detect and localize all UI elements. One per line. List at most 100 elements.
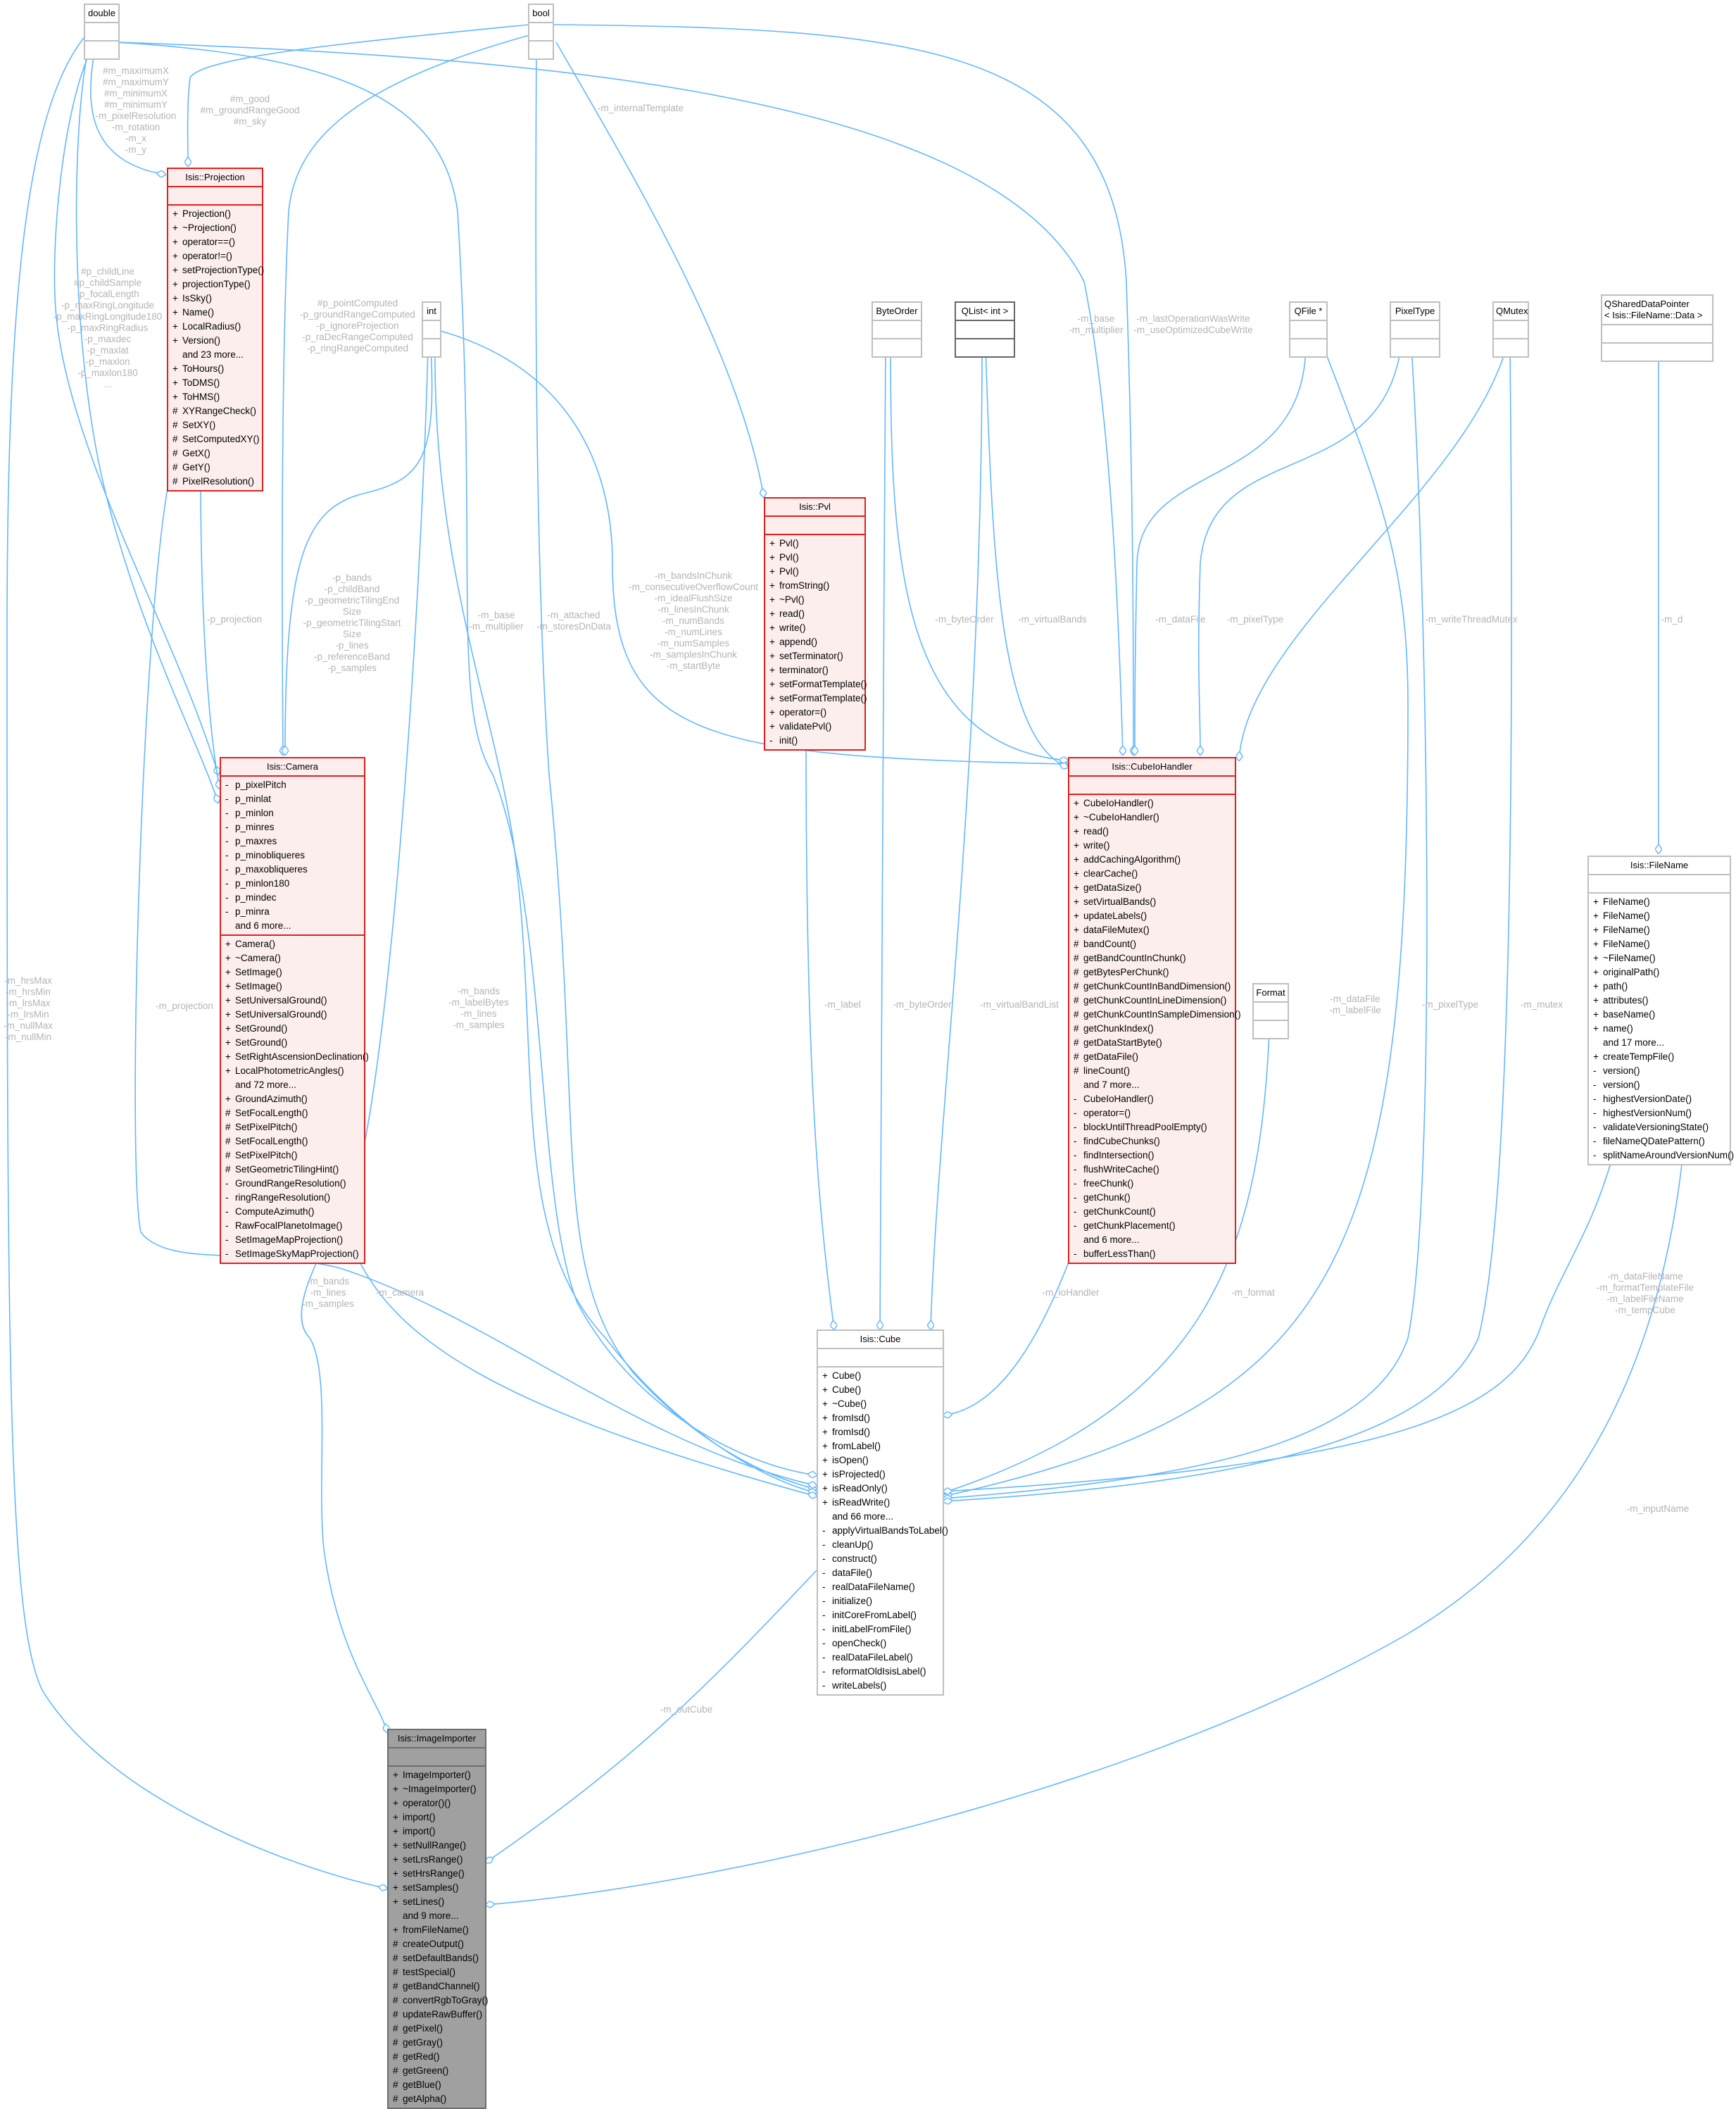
method-row[interactable]: -getChunkCount() (1069, 1205, 1235, 1219)
method-row[interactable]: #setDefaultBands() (389, 1951, 485, 1965)
class-int[interactable]: int (422, 301, 441, 358)
method-row[interactable]: -realDataFileLabel() (818, 1651, 943, 1665)
method-row[interactable]: -getChunk() (1069, 1191, 1235, 1205)
class-isis-cubeiohandler[interactable]: Isis::CubeIoHandler+CubeIoHandler()+~Cub… (1068, 757, 1241, 1264)
method-row[interactable]: +setHrsRange() (389, 1867, 485, 1881)
method-row[interactable]: +operator()() (389, 1796, 485, 1810)
method-row[interactable]: +ToHours() (168, 362, 262, 376)
method-row[interactable]: +setTerminator() (765, 649, 864, 663)
class-qshareddatapointer[interactable]: QSharedDataPointer < Isis::FileName::Dat… (1601, 294, 1713, 362)
method-row[interactable]: +setFormatTemplate() (765, 677, 867, 691)
method-row[interactable]: -dataFile() (818, 1566, 943, 1580)
method-row[interactable]: #lineCount() (1069, 1064, 1235, 1078)
method-row[interactable]: +operator==() (168, 235, 262, 249)
method-row[interactable]: #GetY() (168, 461, 262, 475)
class-isis-camera[interactable]: Isis::Camera-p_pixelPitch-p_minlat-p_min… (220, 757, 369, 1264)
class-format[interactable]: Format (1252, 983, 1289, 1039)
class-qmutex[interactable]: QMutex (1492, 301, 1529, 358)
method-row[interactable]: +CubeIoHandler() (1069, 796, 1235, 811)
method-row[interactable]: #getChunkCountInLineDimension() (1069, 994, 1235, 1008)
method-row[interactable]: -reformatOldIsisLabel() (818, 1665, 943, 1679)
method-row[interactable]: +path() (1589, 980, 1730, 994)
method-row[interactable]: +baseName() (1589, 1008, 1730, 1022)
class-bool[interactable]: bool (528, 4, 554, 60)
method-row[interactable]: +fromLabel() (818, 1439, 943, 1453)
method-row[interactable]: +addCachingAlgorithm() (1069, 853, 1235, 867)
method-row[interactable]: +~ImageImporter() (389, 1782, 485, 1796)
method-row[interactable]: #getAlpha() (389, 2092, 485, 2106)
method-row[interactable]: +FileName() (1589, 909, 1730, 923)
method-row[interactable]: +~Pvl() (765, 593, 864, 607)
method-row[interactable]: #getGray() (389, 2036, 485, 2050)
attribute-row[interactable]: -p_minlon180 (221, 877, 364, 891)
attribute-row[interactable]: -p_maxres (221, 834, 364, 849)
class-qfile[interactable]: QFile * (1289, 301, 1328, 358)
method-row[interactable]: +setSamples() (389, 1881, 485, 1895)
method-row[interactable]: #getBytesPerChunk() (1069, 965, 1235, 980)
attribute-row[interactable]: -p_minobliqueres (221, 849, 364, 863)
method-row[interactable]: #GetX() (168, 446, 262, 461)
method-row[interactable]: #SetGeometricTilingHint() (221, 1163, 364, 1177)
method-row[interactable]: #getChunkIndex() (1069, 1022, 1235, 1036)
method-row[interactable]: +import() (389, 1810, 485, 1825)
method-row[interactable]: +operator!=() (168, 249, 262, 263)
method-row[interactable]: +SetUniversalGround() (221, 1008, 364, 1022)
method-row[interactable]: -version() (1589, 1078, 1730, 1092)
method-row[interactable]: +Pvl() (765, 537, 864, 551)
method-row[interactable]: +projectionType() (168, 277, 262, 292)
method-row[interactable]: +ToHMS() (168, 390, 262, 404)
method-row[interactable]: -operator=() (1069, 1106, 1235, 1120)
method-row[interactable]: +import() (389, 1825, 485, 1839)
method-row[interactable]: -initCoreFromLabel() (818, 1608, 943, 1622)
method-row[interactable]: +read() (765, 607, 864, 621)
method-row[interactable]: +setLines() (389, 1895, 485, 1909)
method-row[interactable]: +terminator() (765, 663, 864, 677)
method-row[interactable]: +SetGround() (221, 1022, 364, 1036)
method-row[interactable]: -fileNameQDatePattern() (1589, 1134, 1730, 1149)
method-row[interactable]: #bandCount() (1069, 937, 1235, 951)
method-row[interactable]: +Pvl() (765, 551, 864, 565)
attribute-row[interactable]: -p_minlon (221, 806, 364, 820)
method-row[interactable]: +SetImage() (221, 980, 364, 994)
method-row[interactable]: -freeChunk() (1069, 1177, 1235, 1191)
method-row[interactable]: -getChunkPlacement() (1069, 1219, 1235, 1233)
method-row[interactable]: +attributes() (1589, 994, 1730, 1008)
method-row[interactable]: +~Camera() (221, 951, 364, 965)
method-row[interactable]: -ComputeAzimuth() (221, 1205, 364, 1219)
method-row[interactable]: +name() (1589, 1022, 1730, 1036)
method-row[interactable]: -bufferLessThan() (1069, 1247, 1235, 1261)
class-isis-pvl[interactable]: Isis::Pvl+Pvl()+Pvl()+Pvl()+fromString()… (764, 497, 867, 751)
method-row[interactable]: +LocalRadius() (168, 320, 262, 334)
method-row[interactable]: +append() (765, 635, 864, 649)
method-row[interactable]: #getDataFile() (1069, 1050, 1235, 1064)
method-row[interactable]: +updateLabels() (1069, 909, 1235, 923)
method-row[interactable]: -cleanUp() (818, 1538, 943, 1552)
method-row[interactable]: +isReadWrite() (818, 1496, 943, 1510)
method-row[interactable]: +isOpen() (818, 1453, 943, 1467)
method-row[interactable]: +~CubeIoHandler() (1069, 811, 1235, 825)
method-row[interactable]: #getChunkCountInSampleDimension() (1069, 1008, 1241, 1022)
method-row[interactable]: -construct() (818, 1552, 943, 1566)
method-row[interactable]: and 7 more... (1069, 1078, 1235, 1092)
method-row[interactable]: +SetImage() (221, 965, 364, 980)
method-row[interactable]: +Name() (168, 306, 262, 320)
method-row[interactable]: +createTempFile() (1589, 1050, 1730, 1064)
method-row[interactable]: +Version() (168, 334, 262, 348)
method-row[interactable]: +Pvl() (765, 565, 864, 579)
method-row[interactable]: and 66 more... (818, 1510, 943, 1524)
method-row[interactable]: -validateVersioningState() (1589, 1120, 1730, 1134)
method-row[interactable]: #XYRangeCheck() (168, 404, 262, 418)
attribute-row[interactable]: -p_pixelPitch (221, 778, 364, 792)
method-row[interactable]: -init() (765, 734, 864, 748)
method-row[interactable]: +fromFileName() (389, 1923, 485, 1937)
class-isis-filename[interactable]: Isis::FileName+FileName()+FileName()+Fil… (1587, 856, 1734, 1165)
method-row[interactable]: +setProjectionType() (168, 263, 264, 277)
method-row[interactable]: #SetXY() (168, 418, 262, 432)
method-row[interactable]: -applyVirtualBandsToLabel() (818, 1524, 948, 1538)
class-double[interactable]: double (84, 4, 120, 60)
method-row[interactable]: +getDataSize() (1069, 881, 1235, 895)
method-row[interactable]: -openCheck() (818, 1636, 943, 1651)
method-row[interactable]: -highestVersionNum() (1589, 1106, 1730, 1120)
method-row[interactable]: +setFormatTemplate() (765, 691, 867, 706)
method-row[interactable]: +dataFileMutex() (1069, 923, 1235, 937)
